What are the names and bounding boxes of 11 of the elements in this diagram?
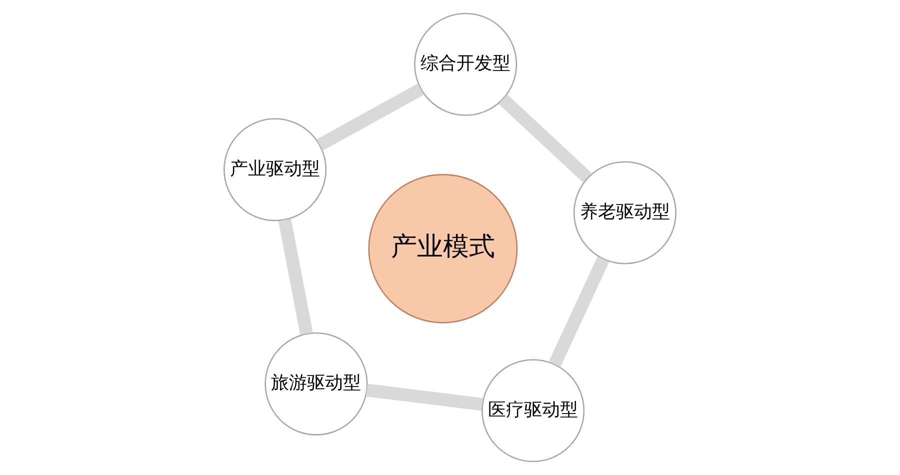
connector [278, 218, 313, 335]
node-circle: 医疗驱动型 [482, 359, 585, 462]
node-circle: 产业模式 [368, 174, 518, 324]
connector [548, 256, 610, 367]
node-circle: 产业驱动型 [224, 118, 327, 222]
node-circle: 综合开发型 [414, 12, 518, 116]
node-circle: 养老驱动型 [573, 161, 676, 264]
connector [366, 384, 483, 411]
connector [498, 94, 592, 182]
connector [316, 83, 424, 151]
node-circle: 旅游驱动型 [264, 332, 368, 436]
